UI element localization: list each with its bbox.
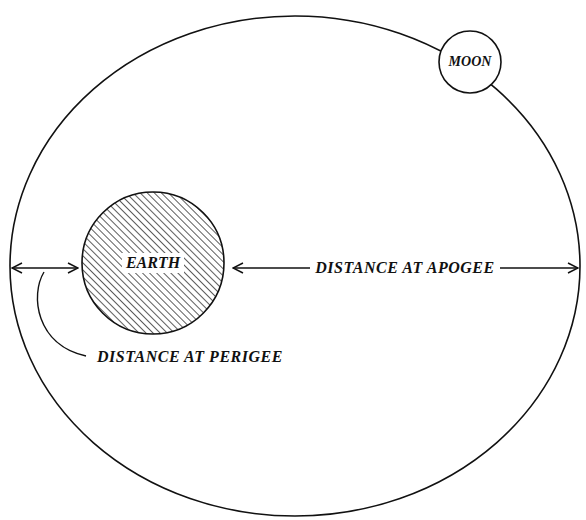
body-name: EARTH (122, 253, 184, 273)
moon-orbit (10, 16, 580, 516)
moon-circle: MOON (438, 30, 502, 94)
earth-circle: EARTH (81, 191, 225, 335)
body-name: MOON (449, 54, 492, 69)
apogee-label: DISTANCE AT APOGEE (310, 258, 499, 278)
perigee-arrow (12, 267, 78, 269)
leader-line (37, 272, 86, 356)
moon-circle-shape (439, 31, 501, 93)
perigee-label: DISTANCE AT PERIGEE (92, 347, 288, 367)
earth-circle-shape (82, 192, 224, 334)
